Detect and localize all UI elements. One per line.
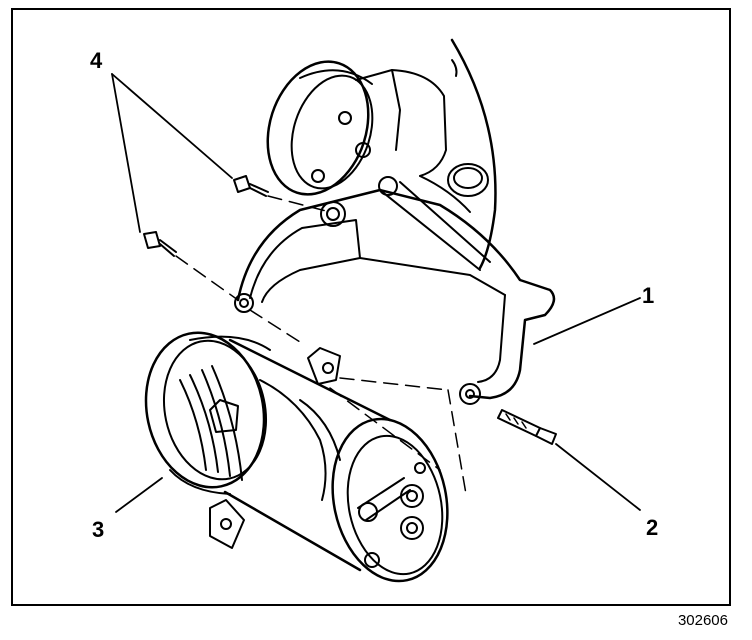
engine-block xyxy=(355,38,497,270)
mounting-bracket xyxy=(234,142,556,400)
bolt-2 xyxy=(459,383,557,445)
figure-number: 302606 xyxy=(677,612,728,629)
diagram-frame xyxy=(11,8,731,606)
leader-lines xyxy=(111,73,641,513)
callout-label-4: 4 xyxy=(90,48,103,73)
callout-label-1: 1 xyxy=(642,283,655,308)
engine-pulley xyxy=(266,60,374,196)
alignment-lines xyxy=(175,195,467,495)
callout-label-2: 2 xyxy=(646,515,659,540)
bolts-4 xyxy=(143,175,269,257)
ac-compressor xyxy=(144,331,449,583)
callout-label-3: 3 xyxy=(92,517,105,542)
